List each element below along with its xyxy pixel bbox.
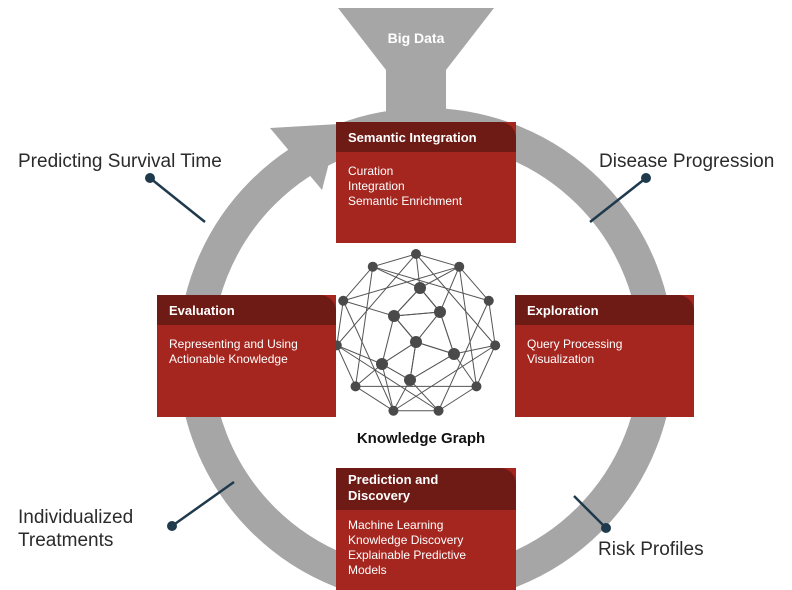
graph-edge bbox=[453, 344, 496, 355]
semantic-integration-title: Semantic Integration bbox=[336, 122, 516, 152]
graph-edge bbox=[438, 385, 477, 412]
knowledge-graph-network bbox=[331, 249, 501, 416]
graph-edge bbox=[381, 363, 394, 411]
prediction-title-line-2: Discovery bbox=[348, 488, 411, 503]
predicting-survival-time-label: Predicting Survival Time bbox=[18, 151, 222, 172]
exploration-title: Exploration bbox=[515, 295, 694, 325]
graph-edge bbox=[439, 311, 455, 355]
graph-edge bbox=[336, 344, 383, 365]
connector-risk bbox=[573, 495, 611, 533]
graph-edge bbox=[409, 341, 417, 381]
graph-edge bbox=[393, 344, 496, 412]
evaluation-title: Evaluation bbox=[157, 295, 336, 325]
prediction-discovery-title: Prediction and Discovery bbox=[336, 468, 516, 510]
graph-node bbox=[404, 374, 416, 386]
graph-node bbox=[338, 295, 349, 306]
graph-node bbox=[434, 306, 446, 318]
graph-node bbox=[454, 261, 465, 272]
evaluation-box: Evaluation Representing and Using Action… bbox=[157, 295, 336, 417]
evaluation-item-line-2: Actionable Knowledge bbox=[169, 352, 288, 366]
graph-edge bbox=[336, 253, 417, 346]
graph-edge bbox=[439, 266, 460, 313]
semantic-item-enrichment: Semantic Enrichment bbox=[348, 194, 463, 208]
individualized-treatments-label: Individualized Treatments bbox=[18, 506, 133, 552]
graph-node bbox=[448, 348, 460, 360]
graph-node bbox=[388, 310, 400, 322]
graph-node bbox=[483, 295, 494, 306]
graph-edge bbox=[476, 345, 496, 387]
prediction-item-explainable: Explainable Predictive bbox=[348, 548, 467, 562]
prediction-item-ml: Machine Learning bbox=[348, 518, 444, 532]
disease-progression-label: Disease Progression bbox=[599, 151, 775, 172]
big-data-funnel bbox=[338, 8, 494, 122]
graph-edge bbox=[409, 379, 439, 412]
graph-node bbox=[410, 336, 422, 348]
prediction-item-kd: Knowledge Discovery bbox=[348, 533, 464, 547]
semantic-item-integration: Integration bbox=[348, 179, 405, 193]
graph-edge bbox=[409, 353, 455, 381]
graph-edge bbox=[393, 311, 441, 317]
graph-node bbox=[490, 340, 501, 351]
exploration-item-visualization: Visualization bbox=[527, 352, 595, 366]
graph-edge bbox=[372, 253, 417, 268]
prediction-item-models: Models bbox=[348, 563, 387, 577]
connector-survival bbox=[145, 173, 206, 223]
big-data-label: Big Data bbox=[387, 30, 445, 46]
graph-edge bbox=[415, 253, 460, 268]
graph-edge bbox=[336, 300, 344, 346]
graph-node bbox=[433, 405, 444, 416]
graph-edge bbox=[343, 300, 395, 317]
evaluation-item-line-1: Representing and Using bbox=[169, 337, 298, 351]
graph-edge bbox=[336, 345, 356, 387]
cycle-arrowhead bbox=[270, 124, 339, 190]
semantic-item-curation: Curation bbox=[348, 164, 394, 178]
graph-edge bbox=[355, 385, 394, 412]
semantic-integration-box: Semantic Integration Curation Integratio… bbox=[336, 122, 516, 243]
graph-edge bbox=[415, 253, 496, 346]
connector-disease bbox=[589, 173, 651, 223]
graph-node bbox=[414, 282, 426, 294]
knowledge-graph-label: Knowledge Graph bbox=[356, 430, 486, 447]
graph-node bbox=[411, 249, 421, 259]
graph-edge bbox=[336, 344, 439, 412]
individualized-line-2: Treatments bbox=[18, 530, 114, 551]
graph-edge bbox=[415, 341, 455, 355]
graph-edge bbox=[342, 300, 394, 411]
graph-edge bbox=[415, 311, 441, 343]
prediction-title-line-1: Prediction and bbox=[348, 472, 439, 487]
graph-node bbox=[376, 358, 388, 370]
graph-node bbox=[367, 261, 378, 272]
graph-edge bbox=[458, 266, 477, 387]
graph-node bbox=[350, 381, 361, 392]
graph-edge bbox=[372, 266, 421, 289]
graph-edge bbox=[381, 315, 395, 365]
graph-node bbox=[471, 381, 482, 392]
connector-individual bbox=[167, 480, 235, 531]
exploration-box: Exploration Query Processing Visualizati… bbox=[515, 295, 694, 417]
graph-edge bbox=[381, 341, 417, 365]
risk-profiles-label: Risk Profiles bbox=[598, 539, 704, 560]
exploration-item-query: Query Processing bbox=[527, 337, 623, 351]
graph-edge bbox=[458, 266, 490, 302]
individualized-line-1: Individualized bbox=[18, 507, 134, 528]
graph-edge bbox=[355, 266, 374, 387]
graph-edge bbox=[372, 266, 489, 302]
graph-edge bbox=[438, 300, 490, 411]
graph-edge bbox=[488, 300, 496, 346]
graph-edge bbox=[343, 266, 460, 302]
graph-edge bbox=[419, 266, 460, 289]
graph-edge bbox=[342, 266, 374, 302]
graph-edge bbox=[393, 287, 421, 317]
graph-node bbox=[388, 405, 399, 416]
graph-edge bbox=[453, 353, 477, 387]
prediction-discovery-box: Prediction and Discovery Machine Learnin… bbox=[336, 468, 516, 590]
